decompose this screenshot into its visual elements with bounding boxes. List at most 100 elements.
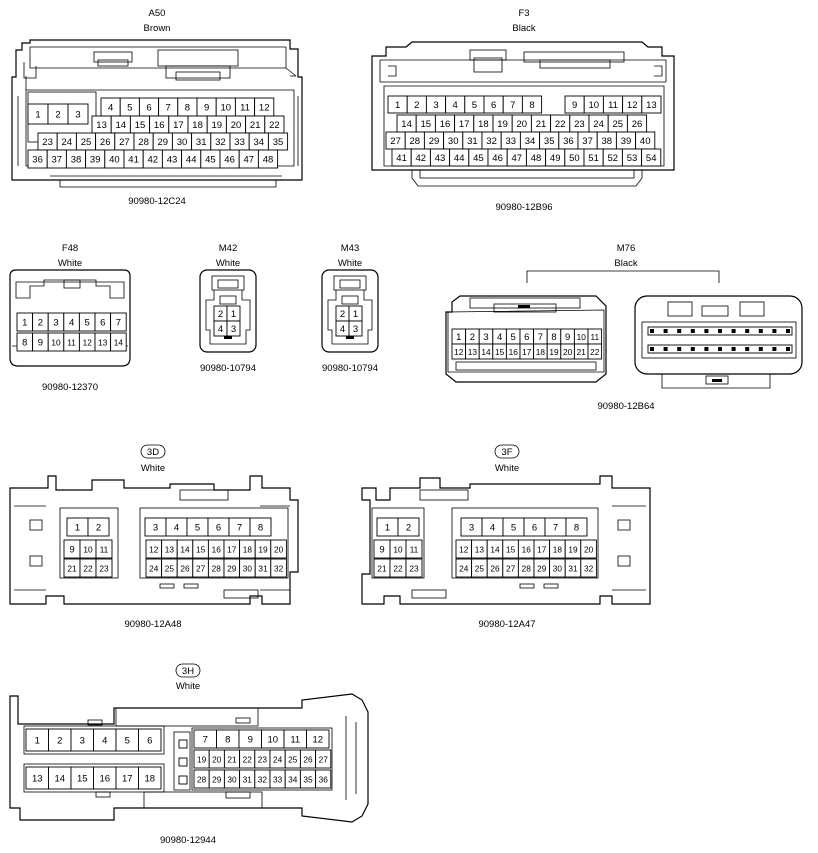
pin-f3_r4-0: 41: [391, 148, 412, 167]
svg-text:46: 46: [224, 154, 235, 165]
c3h-id-badge: [175, 663, 201, 678]
svg-text:12: 12: [83, 337, 93, 347]
svg-text:26: 26: [303, 754, 313, 764]
pin-c3d_d-2: 5: [186, 517, 209, 537]
svg-text:35: 35: [273, 137, 284, 148]
svg-text:5: 5: [195, 522, 200, 533]
pin-c3f_f-4: 28: [517, 558, 535, 578]
pin-c3h_e-6: 34: [284, 769, 301, 789]
svg-text:22: 22: [243, 754, 253, 764]
pin-c3d_d-0: 3: [144, 517, 167, 537]
svg-text:33: 33: [234, 137, 245, 148]
svg-text:8: 8: [225, 734, 230, 745]
connector-m76: [445, 270, 803, 389]
svg-text:29: 29: [429, 136, 440, 147]
pin-f3_r3-13: 40: [635, 131, 656, 150]
pin-f48_r2-6: 14: [110, 332, 127, 352]
pin-c3f_f-8: 32: [580, 558, 597, 578]
svg-text:4: 4: [108, 102, 113, 113]
svg-text:11: 11: [100, 544, 109, 554]
pin-f3_r2-8: 22: [550, 114, 571, 133]
pin-c3f_c-1: 22: [389, 558, 407, 578]
svg-text:11: 11: [608, 100, 618, 111]
pin-a50_r2-7: 11: [234, 97, 256, 117]
pin-a50_r4-10: 33: [229, 132, 250, 151]
svg-text:47: 47: [512, 153, 523, 164]
svg-text:22: 22: [269, 120, 280, 131]
a50-id-label: A50: [149, 8, 166, 19]
svg-text:11: 11: [240, 102, 250, 113]
pin-f48_r1-2: 3: [47, 312, 65, 332]
svg-text:23: 23: [574, 119, 585, 130]
pin-c3h_a-0: 1: [25, 728, 49, 752]
pin-c3d_c-2: 23: [95, 558, 113, 578]
pin-a50_r5-9: 45: [200, 149, 221, 169]
svg-text:19: 19: [549, 347, 559, 357]
svg-text:40: 40: [640, 136, 651, 147]
pin-f3_r2-4: 18: [473, 114, 494, 133]
pin-c3d_f-0: 24: [145, 558, 163, 578]
pin-m76_r1-9: 10: [573, 328, 589, 345]
pin-f48_r1-4: 5: [78, 312, 96, 332]
pin-f3_r3-7: 34: [519, 131, 541, 150]
f3-part-number: 90980-12B96: [495, 202, 552, 213]
pin-f3_r3-6: 33: [500, 131, 521, 150]
pin-f3_r3-12: 39: [615, 131, 637, 150]
pin-f3_r4-13: 54: [641, 148, 662, 167]
pin-c3h_e-1: 29: [208, 769, 225, 789]
svg-text:19: 19: [212, 120, 223, 131]
pin-c3h_b-0: 13: [25, 766, 49, 790]
svg-text:23: 23: [258, 754, 268, 764]
svg-text:32: 32: [258, 774, 268, 784]
connector-a50: [11, 39, 303, 188]
svg-text:14: 14: [401, 119, 412, 130]
svg-text:10: 10: [393, 544, 403, 554]
pin-f3_r1b-3: 12: [622, 95, 643, 114]
pin-c3d_a-1: 2: [87, 517, 110, 537]
svg-text:6: 6: [532, 522, 537, 533]
pin-m42-1: 1: [226, 305, 241, 322]
svg-text:2: 2: [414, 100, 419, 111]
svg-text:16: 16: [154, 120, 165, 131]
svg-text:28: 28: [212, 563, 222, 573]
pin-c3f_e-6: 18: [549, 539, 566, 559]
svg-text:5: 5: [125, 735, 130, 746]
pin-f3_r4-9: 50: [564, 148, 585, 167]
pin-c3f_f-5: 29: [533, 558, 551, 578]
connector-m42: [199, 269, 257, 353]
pin-c3d_e-2: 14: [176, 539, 194, 559]
pin-c3h_c-4: 11: [283, 729, 307, 749]
pin-f3_r4-1: 42: [410, 148, 431, 167]
connector-3f: [361, 475, 651, 605]
svg-text:16: 16: [509, 347, 519, 357]
svg-text:24: 24: [459, 563, 469, 573]
pin-c3d_f-5: 29: [223, 558, 241, 578]
svg-text:24: 24: [62, 137, 73, 148]
svg-text:38: 38: [602, 136, 613, 147]
svg-text:18: 18: [553, 544, 563, 554]
svg-text:4: 4: [340, 324, 345, 335]
svg-text:10: 10: [267, 734, 278, 745]
pin-m76_r2-8: 20: [560, 343, 575, 360]
svg-text:40: 40: [109, 154, 120, 165]
m43-part-number: 90980-10794: [322, 363, 378, 374]
svg-text:22: 22: [393, 563, 403, 573]
pin-c3h_b-5: 18: [138, 766, 162, 790]
svg-text:12: 12: [459, 544, 469, 554]
pin-f3_r3-0: 27: [385, 131, 406, 150]
svg-text:5: 5: [127, 102, 132, 113]
svg-text:34: 34: [525, 136, 536, 147]
svg-text:32: 32: [584, 563, 594, 573]
svg-text:17: 17: [122, 773, 133, 784]
svg-text:48: 48: [263, 154, 274, 165]
pin-c3h_e-8: 36: [315, 769, 332, 789]
pin-a50_r4-8: 31: [191, 132, 212, 151]
pin-f48_r1-0: 1: [16, 312, 34, 332]
c3f-id-label: 3F: [501, 447, 512, 458]
pin-m76_r1-8: 9: [560, 328, 575, 345]
svg-text:21: 21: [577, 347, 587, 357]
pin-c3h_d-4: 23: [254, 749, 271, 769]
pin-c3f_b-1: 10: [389, 539, 407, 559]
svg-text:12: 12: [627, 100, 638, 111]
svg-text:2: 2: [218, 309, 223, 320]
